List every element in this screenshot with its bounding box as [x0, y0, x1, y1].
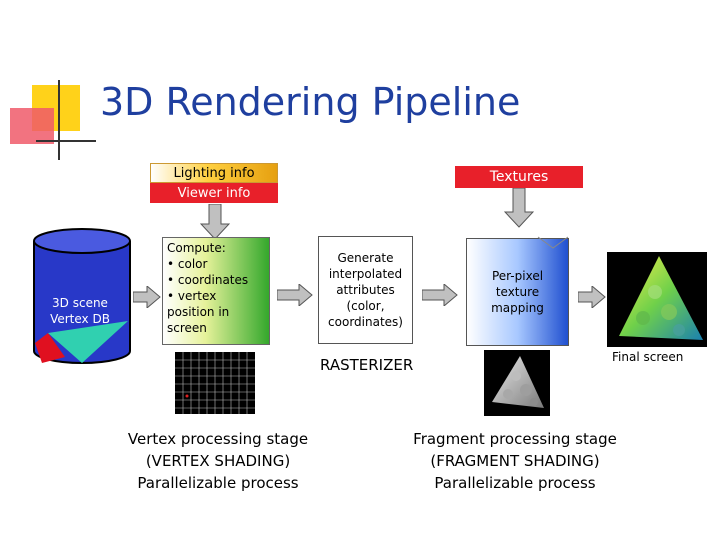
compute-line: position in: [167, 305, 230, 319]
generate-line: coordinates): [328, 315, 403, 329]
stone-texture-image: [484, 350, 550, 416]
down-arrow-icon: [504, 188, 534, 228]
fragment-caption-line: Fragment processing stage: [413, 430, 617, 448]
fold-corner-icon: [537, 236, 569, 249]
stone-triangle-icon: [492, 356, 544, 408]
compute-line: screen: [167, 321, 207, 335]
compute-line: • vertex: [167, 289, 217, 303]
compute-line: Compute:: [167, 241, 226, 255]
vertex-caption-line: (VERTEX SHADING): [145, 452, 291, 470]
horizontal-rule-decoration: [36, 140, 96, 142]
right-arrow-icon: [133, 286, 161, 308]
final-screen-label: Final screen: [612, 350, 684, 364]
texture-mapping-box: Per-pixel texture mapping: [466, 238, 569, 346]
down-arrow-icon: [200, 204, 230, 240]
compute-box: Compute: • color • coordinates • vertex …: [162, 237, 270, 345]
final-screen-triangle-icon: [619, 256, 703, 340]
generate-line: Generate: [337, 251, 394, 265]
final-screen-panel: [607, 252, 707, 347]
textures-box: Textures: [455, 166, 583, 188]
vertex-grid-image: [175, 352, 255, 414]
fragment-caption-line: Parallelizable process: [434, 474, 596, 492]
compute-line: • coordinates: [167, 273, 249, 287]
generate-line: attributes: [336, 283, 395, 297]
vertex-caption-line: Parallelizable process: [137, 474, 299, 492]
red-square-decoration: [10, 108, 54, 144]
vertex-stage-caption: Vertex processing stage (VERTEX SHADING)…: [108, 428, 328, 494]
database-cylinder-icon: [33, 228, 131, 364]
texture-line: mapping: [491, 301, 544, 315]
database-label-1: 3D scene: [52, 296, 108, 310]
texture-line: Per-pixel: [491, 269, 544, 283]
right-arrow-icon: [277, 284, 313, 306]
right-arrow-icon: [578, 286, 606, 308]
slide-title: 3D Rendering Pipeline: [100, 80, 521, 124]
generate-line: interpolated: [328, 267, 403, 281]
vertical-rule-decoration: [58, 80, 60, 160]
generate-line: (color,: [346, 299, 385, 313]
wireframe-grid-icon: [175, 352, 255, 414]
texture-line: texture: [495, 285, 540, 299]
right-arrow-icon: [422, 284, 458, 306]
fragment-caption-line: (FRAGMENT SHADING): [430, 452, 600, 470]
compute-line: • color: [167, 257, 208, 271]
fragment-stage-caption: Fragment processing stage (FRAGMENT SHAD…: [395, 428, 635, 494]
viewer-info-box: Viewer info: [150, 183, 278, 203]
rasterizer-label: RASTERIZER: [320, 356, 414, 374]
database-label-2: Vertex DB: [50, 312, 110, 326]
corner-decoration: [0, 0, 100, 170]
vertex-caption-line: Vertex processing stage: [127, 430, 309, 448]
lighting-info-box: Lighting info: [150, 163, 278, 183]
generate-box: Generate interpolated attributes (color,…: [318, 236, 413, 344]
